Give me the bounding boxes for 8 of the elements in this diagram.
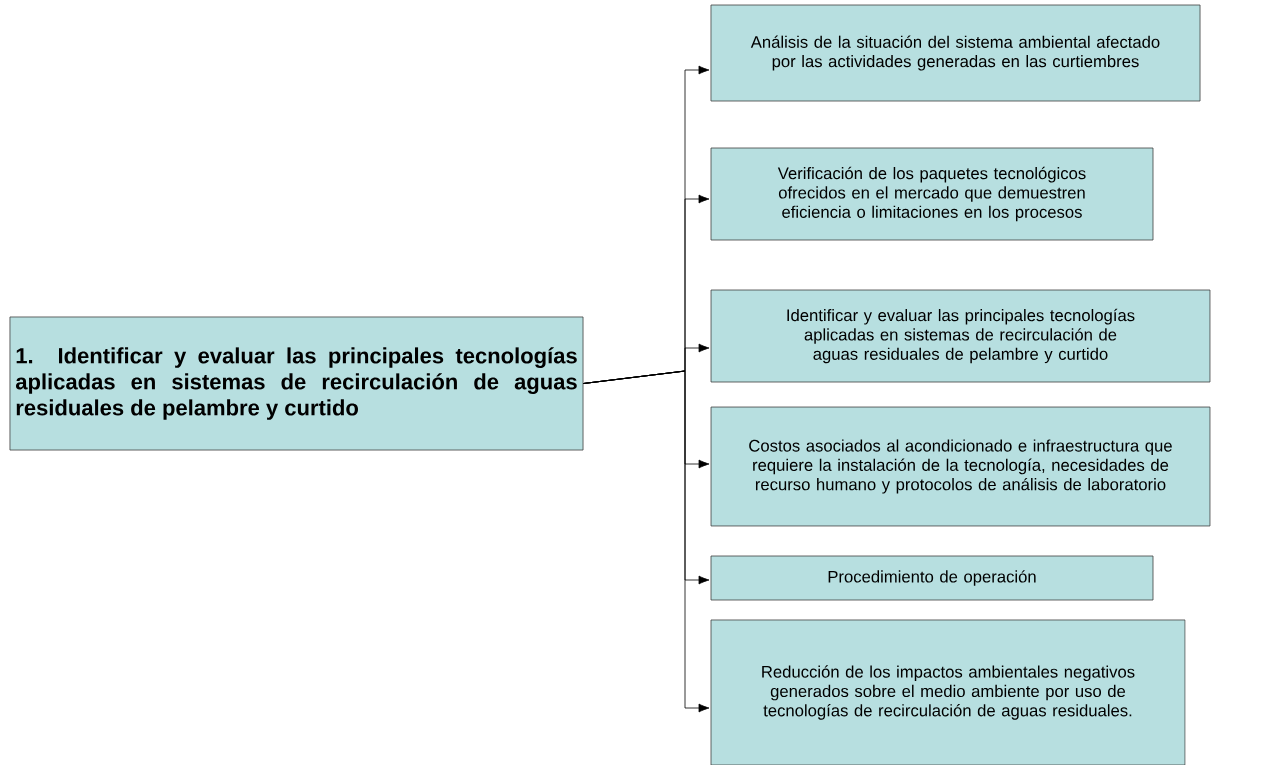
process-box: Análisis de la situación del sistema ambiental afectado por las actividades generadas en las curtiembres (710, 4, 1201, 102)
process-box: Procedimiento de operación (710, 555, 1154, 601)
process-box: Verificación de los paquetes tecnológicos ofrecidos en el mercado que demuestren eficiencia o limitaciones en los procesos (710, 147, 1154, 241)
process-box: 1. Identificar y evaluar las principales tecnologías aplicadas en sistemas de recirculación de aguas residuales de pelambre y curtido (9, 316, 584, 451)
process-box: Costos asociados al acondicionado e infraestructura que requiere la instalación de la tecnología, necesidades de recurso humano y protocolos de análisis de laboratorio (710, 406, 1211, 527)
process-box: Reducción de los impactos ambientales negativos generados sobre el medio ambiente por uso de tecnologías de recirculación de aguas residuales. (710, 619, 1186, 765)
process-box: Identificar y evaluar las principales tecnologías aplicadas en sistemas de recirculación de aguas residuales de pelambre y curtido (710, 289, 1211, 383)
arrow (583, 370, 710, 713)
